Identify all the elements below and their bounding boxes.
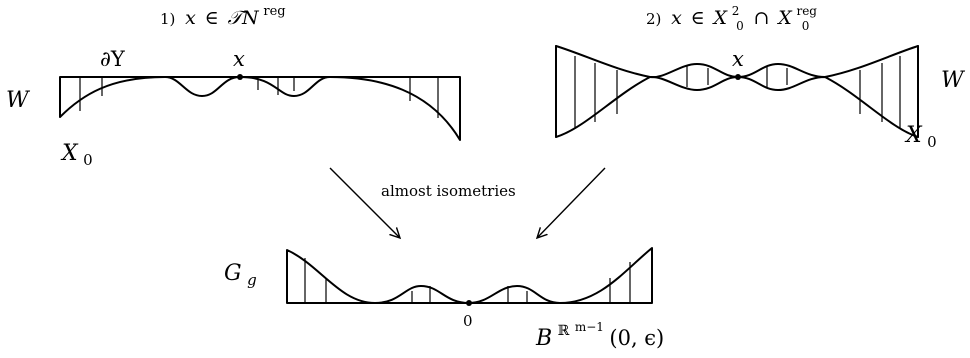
panel-2-X0-label: X 0 [904, 122, 937, 151]
panel-1-heading-set: 𝒯N [227, 7, 260, 29]
panel-2-heading-number: 2) [646, 10, 661, 28]
panel-2-heading-X2-sup: reg [796, 4, 817, 18]
right-arrow [537, 167, 606, 238]
panel-2-heading-X2: X [776, 7, 793, 29]
panel-1-point [237, 74, 243, 80]
panel-3-G-label: G g [224, 260, 257, 289]
panel-3-hatching [304, 258, 631, 303]
panel-2-outline-bottom [555, 75, 919, 138]
panel-3-B-label: B ℝ m−1 (0, ϵ) [535, 311, 664, 351]
panel-1: 1) x ∈ 𝒯N reg ∂Y x W X 0 [6, 4, 461, 169]
panel-2-heading-X2-sub: 0 [802, 19, 810, 33]
panel-2-heading-in: ∈ [691, 7, 705, 29]
panel-2-heading-X1: X [711, 7, 728, 29]
panel-1-boundary-label: ∂Y [100, 47, 126, 71]
panel-3-zero-label: 0 [463, 312, 473, 330]
arrows: almost isometries [329, 167, 606, 238]
panel-2-point-label: x [732, 47, 744, 71]
panel-2-heading-X1-sub: 0 [736, 19, 744, 33]
panel-1-point-label: x [233, 47, 245, 71]
panel-2-point [735, 74, 741, 80]
panel-2: 2) x ∈ X 2 0 ∩ X reg 0 [555, 0, 966, 151]
panel-3-origin-point [466, 300, 472, 306]
left-arrow [329, 167, 400, 238]
panel-2-heading-cap: ∩ [754, 7, 770, 29]
panel-3: G g 0 B ℝ m−1 (0, ϵ) [224, 247, 664, 351]
panel-1-heading: 1) x ∈ 𝒯N reg [160, 4, 286, 29]
panel-1-outline [59, 76, 461, 141]
panel-1-heading-number: 1) [160, 10, 175, 28]
panel-1-heading-x: x [185, 7, 196, 29]
panel-2-heading: 2) x ∈ X 2 0 ∩ X reg 0 [646, 0, 822, 35]
panel-1-W-label: W [6, 88, 31, 113]
arrows-label: almost isometries [381, 182, 516, 200]
panel-1-X0-label: X 0 [60, 140, 93, 169]
panel-1-heading-in: ∈ [205, 7, 219, 29]
panel-2-hatching [574, 56, 901, 129]
panel-2-heading-X1-sup: 2 [732, 4, 740, 18]
panel-3-outline [286, 247, 653, 304]
panel-2-heading-x: x [671, 7, 682, 29]
panel-1-heading-sup: reg [263, 4, 285, 19]
panel-2-W-label: W [941, 68, 966, 93]
